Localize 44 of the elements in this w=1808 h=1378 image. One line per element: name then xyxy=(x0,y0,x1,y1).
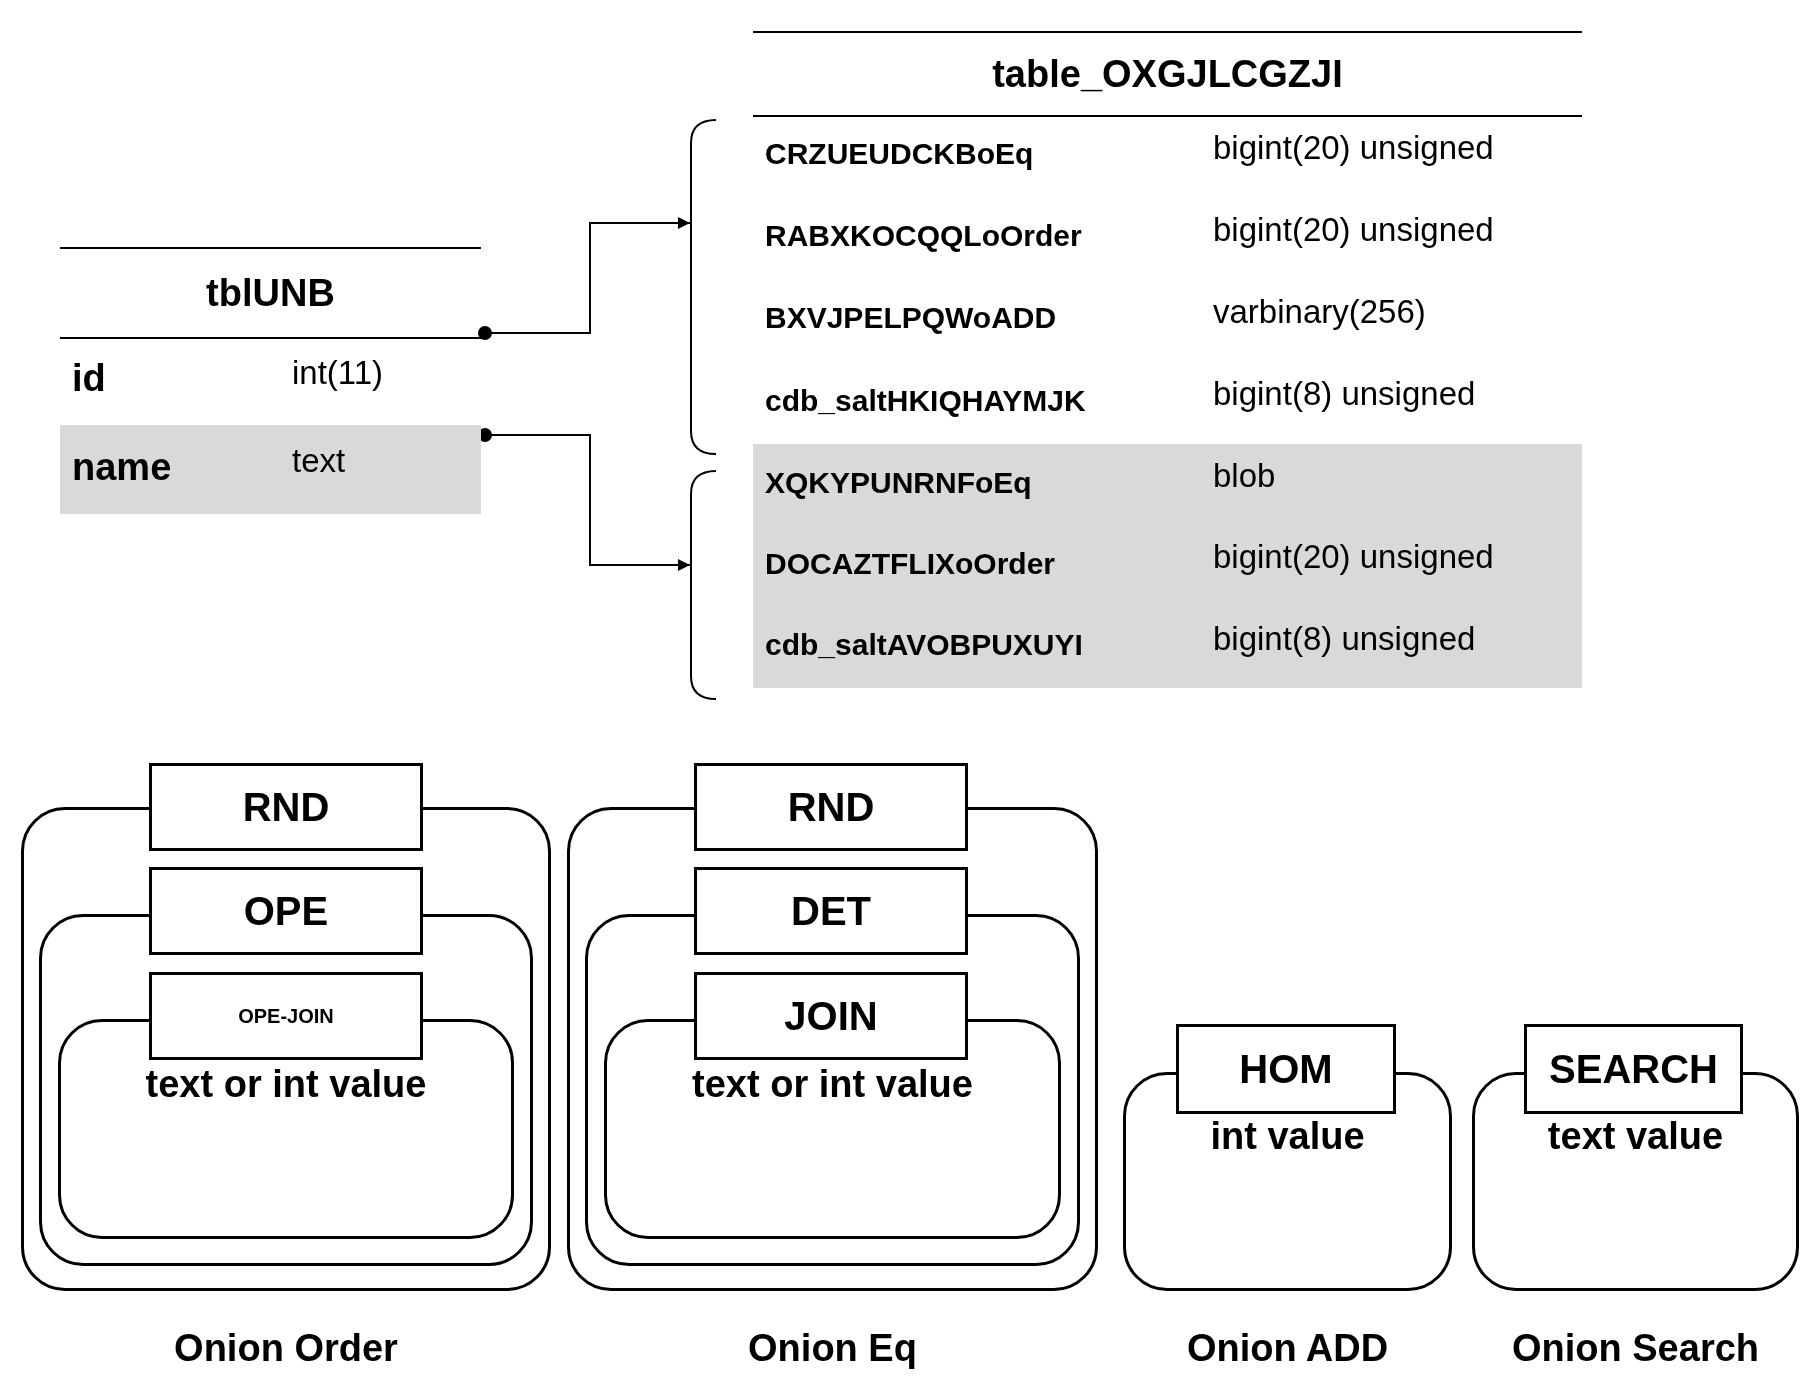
table xyxy=(60,247,481,514)
column-name: DOCAZTFLIXoOrder xyxy=(765,546,1055,581)
column-type: bigint(20) unsigned xyxy=(1213,210,1494,249)
onion-caption: Onion Search xyxy=(1510,1327,1761,1370)
layer-label: RND xyxy=(694,763,968,851)
table-title: table_OXGJLCGZJI xyxy=(753,33,1582,117)
value-label: text value xyxy=(1546,1115,1725,1158)
layer-label: DET xyxy=(694,867,968,955)
bracket xyxy=(690,119,716,455)
column-name: name xyxy=(72,445,172,489)
column-type: int(11) xyxy=(292,353,384,392)
column-type: varbinary(256) xyxy=(1213,292,1426,331)
column-name: BXVJPELPQWoADD xyxy=(765,301,1057,336)
column-name: XQKYPUNRNFoEq xyxy=(765,465,1032,500)
column-name: cdb_saltAVOBPUXUYI xyxy=(765,628,1083,663)
value-label: text or int value xyxy=(144,1063,428,1106)
table-row xyxy=(753,606,1582,688)
connector-arrow xyxy=(478,217,691,340)
bracket xyxy=(690,470,716,700)
column-type: bigint(8) unsigned xyxy=(1213,619,1476,658)
column-type: bigint(20) unsigned xyxy=(1213,538,1494,577)
column-type: blob xyxy=(1213,457,1276,496)
layer-label: RND xyxy=(149,763,423,851)
onion-caption: Onion Order xyxy=(173,1327,399,1370)
value-label: text or int value xyxy=(691,1063,974,1106)
table-row xyxy=(60,425,481,514)
layer-label: HOM xyxy=(1176,1024,1396,1114)
column-type: bigint(20) unsigned xyxy=(1213,128,1494,167)
layer-label: SEARCH xyxy=(1524,1024,1743,1114)
table xyxy=(753,31,1582,688)
column-name: cdb_saltHKIQHAYMJK xyxy=(765,383,1086,418)
layer-label: JOIN xyxy=(694,972,968,1060)
value-label: int value xyxy=(1209,1115,1366,1158)
table-row xyxy=(753,444,1582,525)
onion-caption: Onion Eq xyxy=(747,1327,918,1370)
column-name: id xyxy=(72,357,106,401)
onion-caption: Onion ADD xyxy=(1185,1327,1390,1370)
column-type: text xyxy=(292,442,346,481)
column-name: RABXKOCQQLoOrder xyxy=(765,219,1082,254)
column-type: bigint(8) unsigned xyxy=(1213,375,1476,414)
column-name: CRZUEUDCKBoEq xyxy=(765,137,1034,172)
table-title: tblUNB xyxy=(60,249,481,339)
layer-label: OPE-JOIN xyxy=(149,972,423,1060)
layer-label: OPE xyxy=(149,867,423,955)
